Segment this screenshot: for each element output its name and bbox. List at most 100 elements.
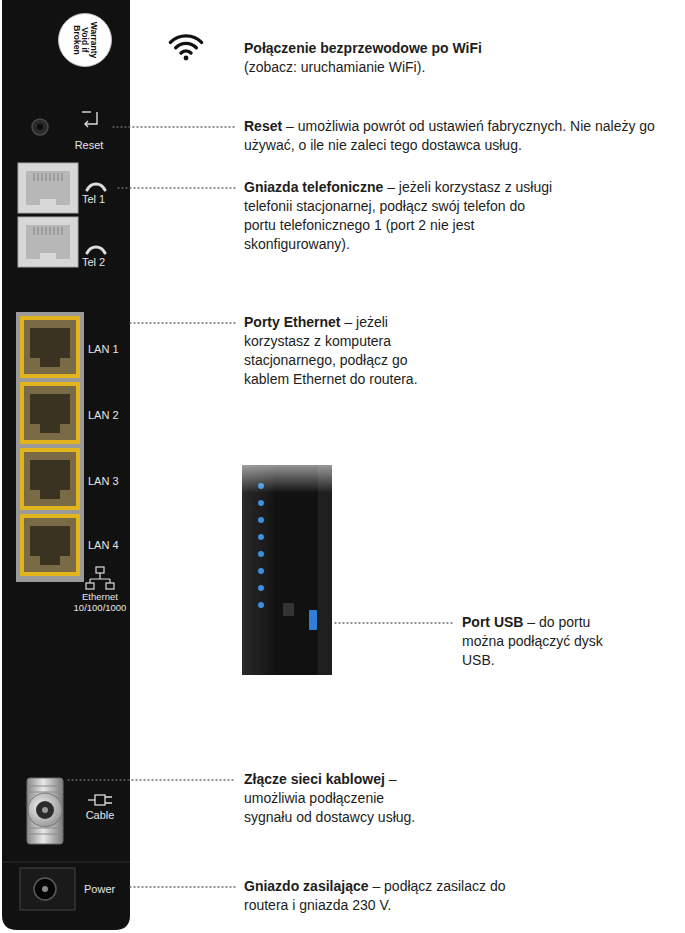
leader-line — [130, 886, 236, 887]
cable-icon-part — [95, 795, 105, 805]
phone-icon — [87, 247, 105, 253]
ethernet-port-part — [40, 490, 60, 499]
phone-icon-part — [87, 184, 105, 190]
port-label: Tel 2 — [82, 256, 122, 269]
callout-heading: Połączenie bezprzewodowe po WiFi — [244, 40, 482, 56]
power-jack-part — [34, 878, 56, 900]
network-icon-part — [96, 567, 104, 573]
coax-connector-part — [28, 793, 62, 827]
ethernet-ports — [16, 312, 84, 582]
status-leds-part — [258, 602, 264, 608]
ethernet-port — [20, 382, 80, 444]
phone-jack-part — [34, 227, 62, 235]
callout-heading: Port USB — [462, 614, 523, 630]
callout-text: Reset– umożliwia powrót od ustawień fabr… — [244, 117, 680, 155]
callout-description: (zobacz: uruchamianie WiFi). — [244, 58, 680, 77]
router-back-panel — [2, 0, 130, 930]
callout-heading: Gniazda telefoniczne — [244, 179, 383, 195]
ethernet-port-part — [20, 316, 80, 378]
power-jack-part — [20, 868, 75, 910]
ethernet-port — [20, 316, 80, 378]
wifi-icon-part — [184, 56, 189, 61]
reset-button — [32, 119, 48, 135]
panel-seam — [2, 862, 130, 863]
photo-fade — [242, 465, 332, 493]
callout-text: Porty Ethernet– jeżeli korzystasz z komp… — [244, 313, 444, 389]
callout-heading: Porty Ethernet — [244, 314, 340, 330]
phone-jack-part — [40, 253, 56, 262]
ethernet-port-part — [40, 358, 60, 367]
status-leds-part — [258, 585, 264, 591]
panel-housing — [2, 0, 130, 930]
wifi-icon-part — [176, 43, 197, 47]
sticker-text: Warranty Void if Broken — [72, 17, 98, 63]
reset-button-part — [37, 124, 43, 130]
cable-icon-part — [105, 797, 112, 803]
cable-icon-part — [88, 799, 95, 800]
port-label: LAN 3 — [88, 475, 128, 488]
reset-icon-part — [82, 111, 91, 112]
port-label: Ethernet 10/100/1000 — [68, 592, 132, 614]
callout-heading: Złącze sieci kablowej — [244, 771, 385, 787]
port-label: LAN 4 — [88, 539, 128, 552]
cable-icon — [88, 795, 112, 805]
port-label: Power — [84, 883, 126, 896]
ethernet-port-part — [40, 556, 60, 565]
wifi-icon-part — [170, 36, 201, 42]
router-photo — [242, 465, 332, 675]
ethernet-port-part — [24, 518, 76, 572]
phone-jack-part — [34, 173, 62, 181]
port-label: LAN 1 — [88, 343, 128, 356]
ethernet-port-part — [30, 328, 70, 358]
ethernet-port-part — [30, 526, 70, 556]
network-icon-part — [90, 573, 110, 583]
coax-connector-part — [36, 801, 54, 819]
power-jack — [20, 868, 75, 910]
port-label: LAN 2 — [88, 409, 128, 422]
network-icon — [86, 567, 114, 589]
ethernet-port — [20, 448, 80, 510]
usb-port — [309, 610, 317, 630]
ethernet-port-part — [20, 382, 80, 444]
ethernet-ports-part — [16, 312, 84, 582]
callout-text: Port USB– do portu można podłączyć dysk … — [462, 613, 630, 670]
phone-icon — [87, 184, 105, 190]
phone-icon-part — [87, 247, 105, 253]
leader-line — [335, 622, 453, 623]
reset-button-part — [32, 119, 48, 135]
leader-line — [118, 187, 236, 188]
status-leds-part — [258, 500, 264, 506]
wifi-icon-part — [181, 51, 191, 53]
status-leds-part — [258, 568, 264, 574]
router-photo-part — [318, 465, 332, 675]
power-jack-part — [42, 886, 48, 892]
ethernet-port-part — [20, 448, 80, 510]
ethernet-port — [20, 514, 80, 576]
status-leds-part — [258, 517, 264, 523]
reset-icon-part — [85, 121, 88, 127]
ethernet-port-part — [30, 460, 70, 490]
network-icon-part — [106, 583, 114, 589]
reset-icon — [82, 112, 97, 127]
callout-text: Gniazdo zasilające– podłącz zasilacz do … — [244, 877, 506, 915]
ethernet-port-part — [24, 386, 76, 440]
status-leds-part — [258, 551, 264, 557]
callout-text: Gniazda telefoniczne– jeżeli korzystasz … — [244, 178, 554, 254]
ethernet-port-part — [20, 514, 80, 576]
coax-connector-part — [27, 786, 63, 834]
coax-connector-part — [27, 778, 63, 844]
phone-jack — [18, 163, 78, 213]
router-photo-part — [242, 465, 332, 675]
leader-line — [113, 126, 236, 127]
phone-jack — [18, 217, 78, 267]
coax-connector-part — [42, 807, 48, 813]
network-icon-part — [86, 583, 94, 589]
phone-jack-part — [18, 217, 78, 267]
callout-text: Złącze sieci kablowej– umożliwia podłącz… — [244, 770, 434, 827]
callout-description: – umożliwia powrót od ustawień fabryczny… — [244, 118, 655, 153]
leader-line — [68, 779, 236, 780]
ethernet-port-part — [24, 452, 76, 506]
callout-heading: Gniazdo zasilające — [244, 878, 369, 894]
callout-text: Połączenie bezprzewodowe po WiFi (zobacz:… — [244, 39, 680, 77]
